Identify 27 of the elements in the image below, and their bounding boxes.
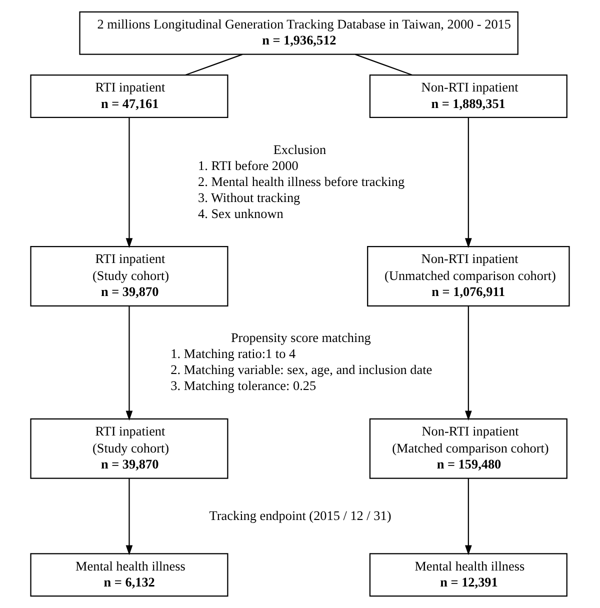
node-box: RTI inpatient n = 47,161: [30, 74, 228, 118]
label: 1. Matching ratio:1 to 4: [170, 346, 296, 361]
label: 1. RTI before 2000: [198, 158, 298, 173]
arrow: [126, 118, 133, 248]
label: Tracking endpoint (2015 / 12 / 31): [209, 508, 392, 523]
connector: [185, 54, 243, 76]
label: 3. Matching tolerance: 0.25: [170, 378, 316, 393]
node-box: RTI inpatient (Study cohort) n = 39,870: [30, 418, 228, 479]
node-box: 2 millions Longitudinal Generation Tracking Database in Taiwan, 2000 - 2015 n = 1,936,512: [79, 11, 518, 55]
arrow: [126, 306, 133, 421]
node-box: Mental health illness n = 12,391: [369, 553, 568, 597]
label: 2. Mental health illness before tracking: [198, 174, 405, 189]
label: 4. Sex unknown: [198, 206, 284, 221]
label: 3. Without tracking: [198, 190, 300, 205]
node-box: RTI inpatient (Study cohort) n = 39,870: [30, 246, 228, 306]
label: Propensity score matching: [230, 330, 371, 345]
label: 2. Matching variable: sex, age, and inclusion date: [170, 362, 432, 377]
arrow: [464, 118, 472, 248]
node-box: Mental health illness n = 6,132: [30, 553, 228, 597]
node-box: Non-RTI inpatient (Matched comparison cohort) n = 159,480: [369, 418, 568, 479]
connector: [355, 54, 412, 76]
arrow: [464, 306, 472, 421]
node-box: Non-RTI inpatient n = 1,889,351: [369, 74, 568, 118]
arrow: [126, 478, 133, 556]
label: Exclusion: [273, 142, 326, 157]
node-box: Non-RTI inpatient (Unmatched comparison cohort) n = 1,076,911: [367, 246, 570, 306]
arrow: [464, 478, 472, 556]
